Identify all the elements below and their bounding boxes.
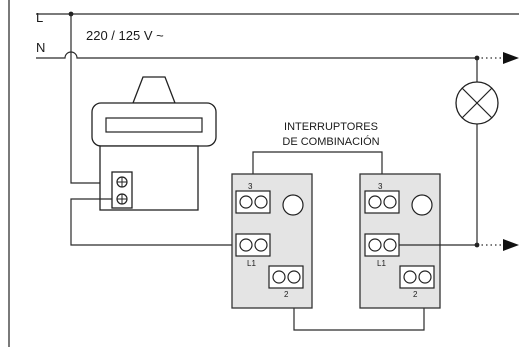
neutral-line	[36, 51, 477, 59]
lamp-cross-b	[461, 87, 493, 119]
neutral-arrow-icon	[503, 52, 519, 64]
live-line-label: L	[36, 10, 43, 25]
traveler-wire-2	[293, 288, 425, 331]
switch-left-knob	[282, 194, 304, 216]
control-device	[91, 76, 217, 211]
screw-icon	[272, 270, 286, 284]
screw-icon	[383, 195, 397, 209]
screw-icon	[383, 238, 397, 252]
screw-icon	[368, 238, 382, 252]
device-window	[105, 117, 203, 133]
screw-icon	[254, 195, 268, 209]
voltage-label: 220 / 125 V ~	[86, 28, 164, 43]
switch-left: 3 L1 2	[231, 173, 313, 309]
switches-title-line2: DE COMBINACIÓN	[282, 135, 379, 148]
switch-right-terminal-2-label: 2	[413, 290, 418, 299]
switch-left-terminal-2-label: 2	[284, 290, 289, 299]
screw-icon	[239, 195, 253, 209]
output-arrow-icon	[503, 239, 519, 251]
screw-cross-icon	[117, 194, 127, 204]
switch-right-knob	[411, 194, 433, 216]
screw-icon	[254, 238, 268, 252]
switch-right: 3 L1 2	[359, 173, 441, 309]
screw-icon	[418, 270, 432, 284]
screw-icon	[287, 270, 301, 284]
screw-icon	[368, 195, 382, 209]
switch-right-terminal-3-label: 3	[378, 182, 383, 191]
screw-icon	[403, 270, 417, 284]
neutral-line-label: N	[36, 40, 45, 55]
device-to-switch-wire	[70, 198, 238, 246]
switch-left-terminal-3-label: 3	[248, 182, 253, 191]
live-feed-wire	[70, 14, 112, 184]
switches-title-line1: INTERRUPTORES	[284, 121, 378, 133]
screw-cross-icon	[117, 177, 127, 187]
lamp-icon	[455, 81, 499, 125]
switch-right-terminal-l1-label: L1	[377, 259, 386, 268]
switch-left-terminal-l1-label: L1	[247, 259, 256, 268]
screw-icon	[239, 238, 253, 252]
device-knob	[132, 76, 176, 104]
